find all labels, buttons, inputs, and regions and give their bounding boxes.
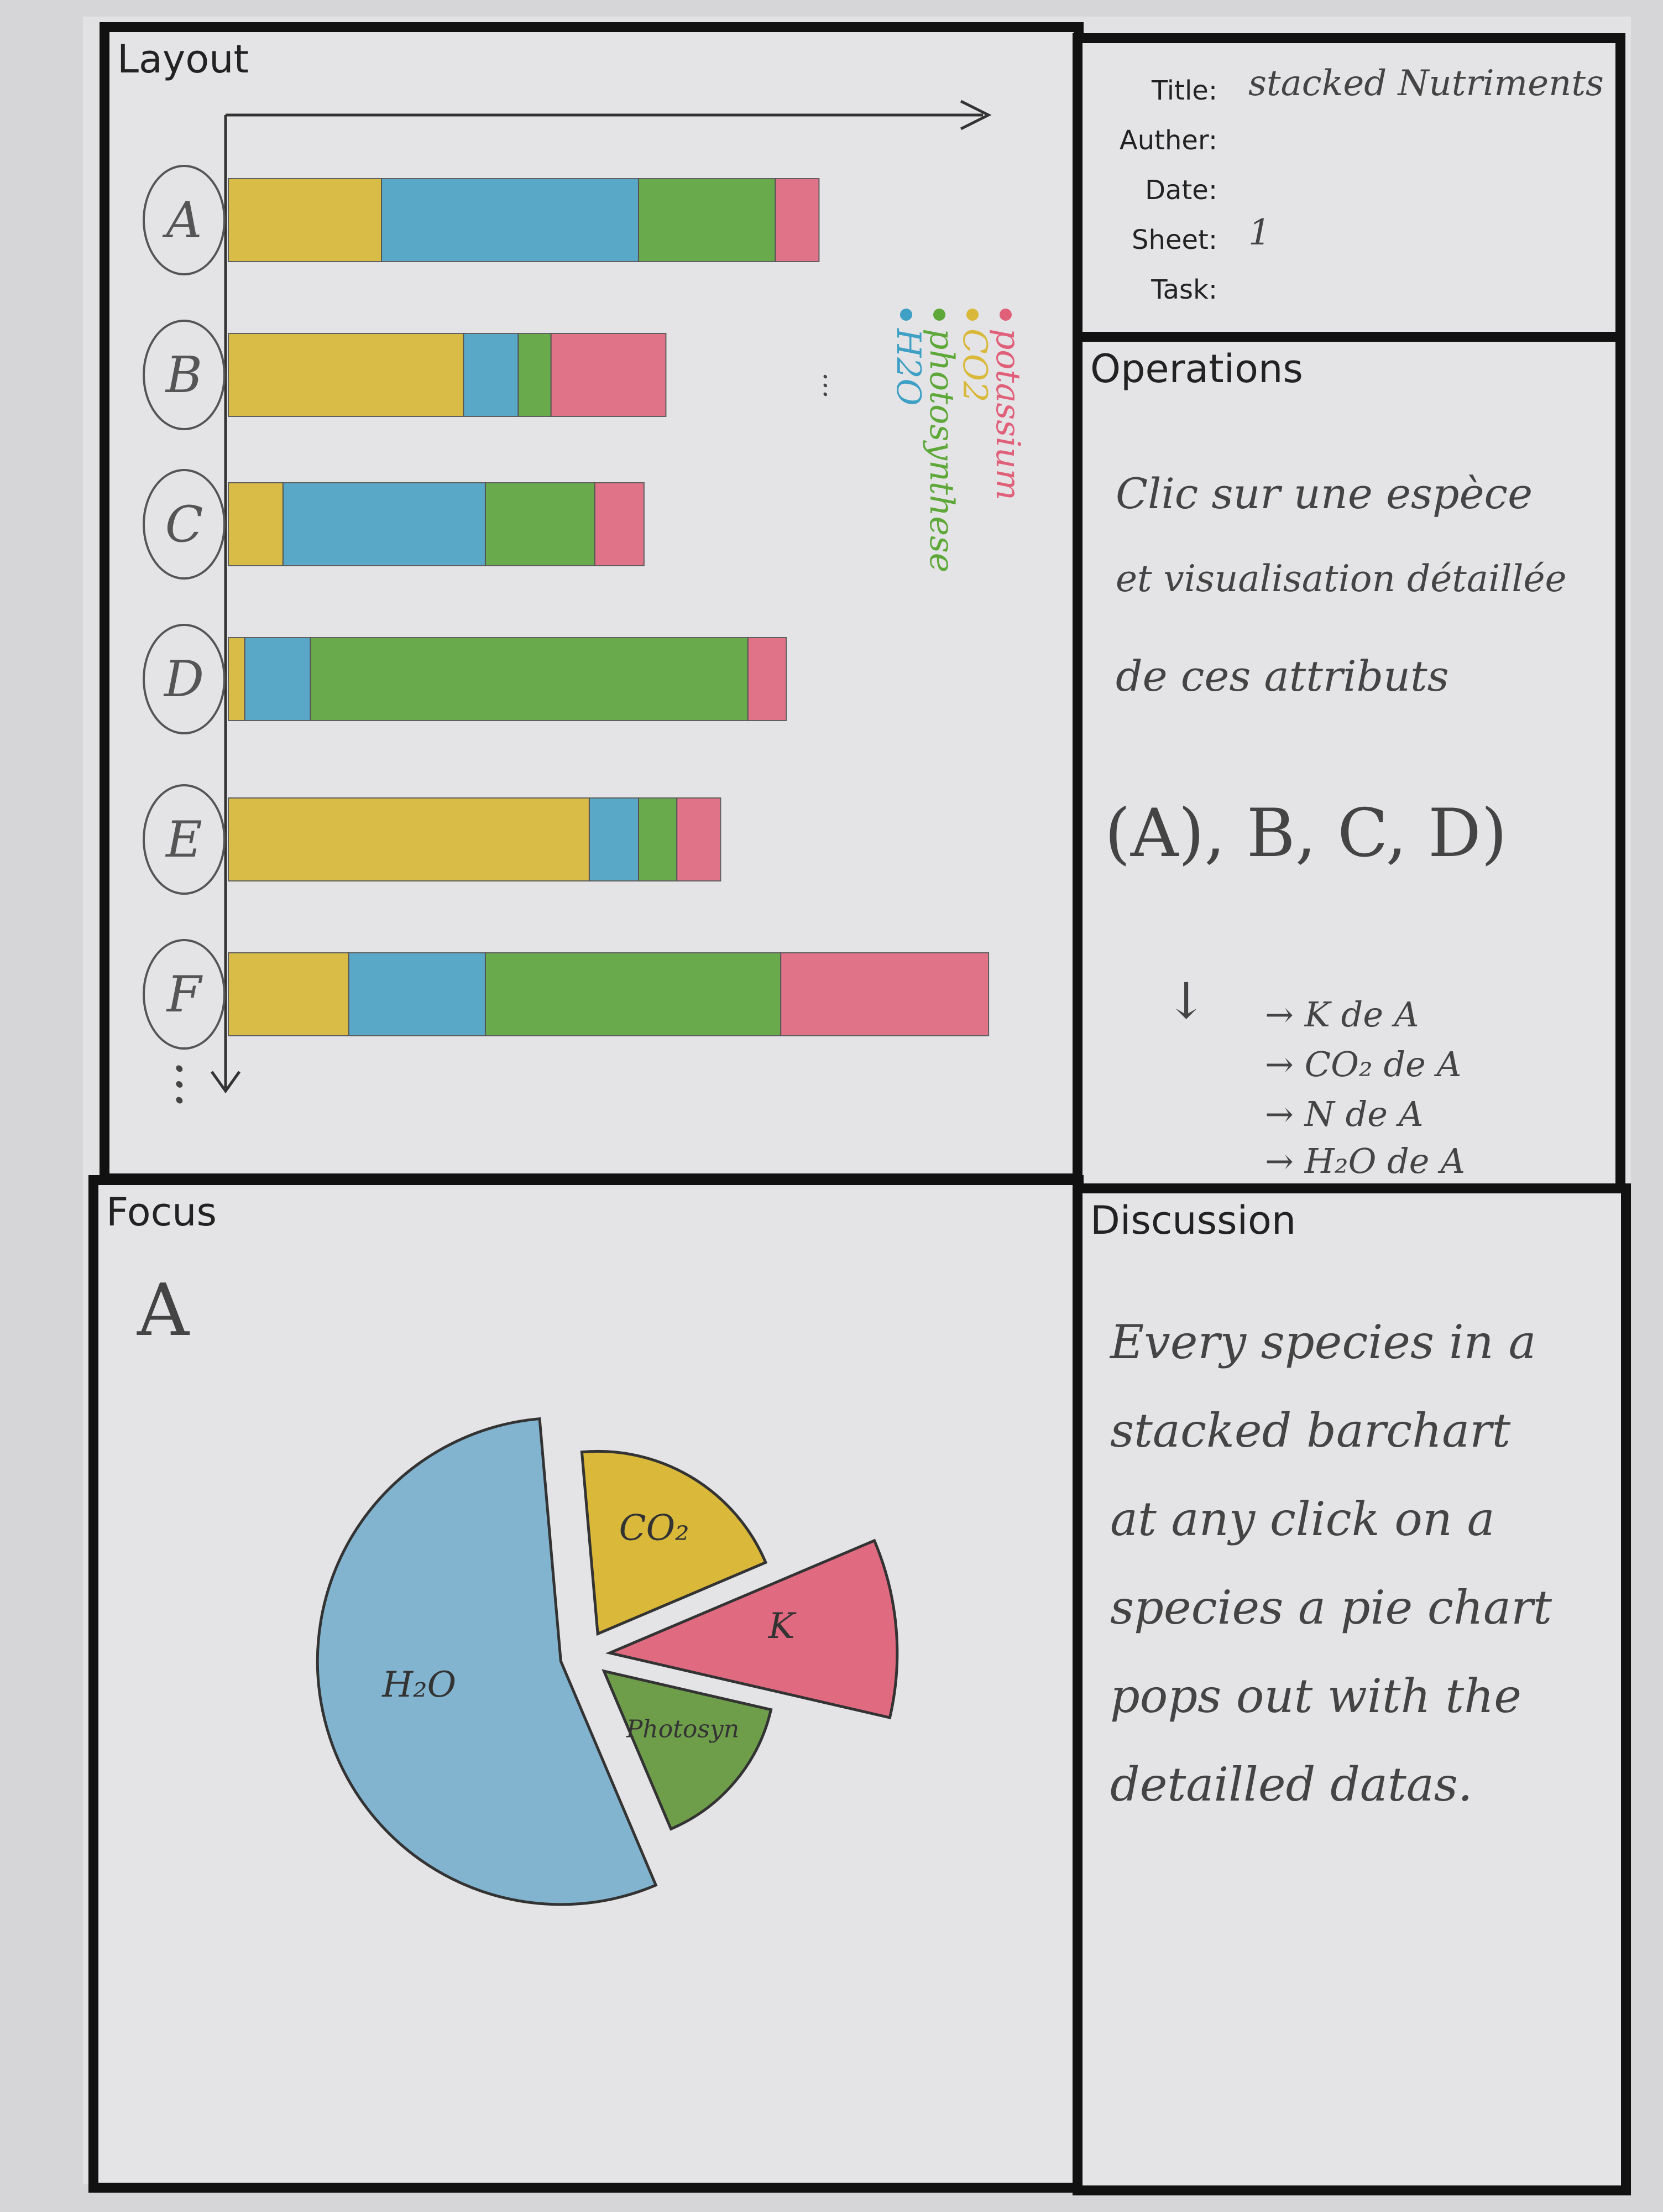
species-label-B[interactable]: B <box>143 320 226 430</box>
bar-F-segment-0[interactable] <box>228 952 349 1036</box>
title-label: Title: <box>1151 75 1217 106</box>
bar-D-segment-3[interactable] <box>747 637 787 721</box>
legend-dot-icon <box>966 309 979 321</box>
species-label-E[interactable]: E <box>143 784 226 895</box>
bar-D-segment-0[interactable] <box>228 637 245 721</box>
focus-panel: Focus A CO₂ K Photosyn H₂O <box>88 1175 1084 2193</box>
discussion-line-2: stacked barchart <box>1110 1404 1511 1458</box>
legend-label: H2O <box>889 328 928 406</box>
discussion-line-1: Every species in a <box>1110 1315 1536 1369</box>
author-label: Auther: <box>1119 125 1217 156</box>
legend-item-2: photosynthese <box>922 309 961 572</box>
meta-author-row: Auther: <box>1082 115 1615 165</box>
bar-A-segment-1[interactable] <box>381 178 639 262</box>
discussion-panel: Discussion Every species in a stacked ba… <box>1073 1183 1631 2195</box>
bar-C-segment-0[interactable] <box>228 482 284 566</box>
down-arrow-icon: ↓ <box>1165 972 1207 1030</box>
more-categories-dots: ... <box>165 1061 223 1108</box>
bar-E-segment-0[interactable] <box>228 797 590 881</box>
species-label-A[interactable]: A <box>143 165 226 275</box>
bar-B-segment-2[interactable] <box>517 333 552 417</box>
legend-item-3: H2O <box>889 309 928 406</box>
ops-choice: (A), B, C, D) <box>1105 795 1507 872</box>
bar-C-segment-1[interactable] <box>282 482 486 566</box>
species-label-C[interactable]: C <box>143 469 226 580</box>
pie-slice-2[interactable] <box>602 1669 773 1831</box>
ops-line-1: Clic sur une espèce <box>1116 469 1533 518</box>
bar-F-segment-2[interactable] <box>484 952 782 1036</box>
legend-dot-icon <box>999 309 1012 321</box>
bar-F-segment-1[interactable] <box>348 952 486 1036</box>
discussion-line-6: detailled datas. <box>1110 1757 1473 1812</box>
bar-E-segment-3[interactable] <box>676 797 721 881</box>
layout-panel-title: Layout <box>117 36 249 82</box>
exploded-pie-chart: CO₂ K Photosyn H₂O <box>316 1417 899 1906</box>
discussion-line-5: pops out with the <box>1110 1669 1521 1723</box>
ops-detail-2: → CO₂ de A <box>1265 1044 1462 1084</box>
ops-line-2: et visualisation détaillée <box>1116 557 1567 600</box>
operations-panel: Operations Clic sur une espèce et visual… <box>1073 332 1625 1194</box>
pie-slice-1[interactable] <box>605 1538 899 1720</box>
species-label-F[interactable]: F <box>143 939 226 1050</box>
title-value: stacked Nutriments <box>1248 63 1604 104</box>
discussion-line-3: at any click on a <box>1110 1492 1495 1546</box>
legend-label: CO2 <box>955 328 994 403</box>
bar-B-segment-0[interactable] <box>228 333 464 417</box>
legend-label: photosynthese <box>922 328 961 573</box>
bar-C-segment-2[interactable] <box>484 482 595 566</box>
operations-panel-title: Operations <box>1090 346 1303 392</box>
legend-item-0: potassium <box>989 309 1027 500</box>
date-label: Date: <box>1145 175 1217 206</box>
bar-A-segment-3[interactable] <box>775 178 820 262</box>
pie-label-3: H₂O <box>381 1665 456 1705</box>
ops-line-3: de ces attributs <box>1116 651 1449 701</box>
pie-slice-0[interactable] <box>580 1449 768 1636</box>
meta-sheet-row: Sheet: 1 <box>1082 212 1615 264</box>
legend-dot-icon <box>900 309 912 321</box>
task-label: Task: <box>1151 274 1217 305</box>
meta-date-row: Date: <box>1082 165 1615 215</box>
meta-title-row: Title: stacked Nutriments <box>1082 63 1615 115</box>
focus-panel-title: Focus <box>106 1190 217 1235</box>
pie-slice-3[interactable] <box>316 1417 658 1906</box>
species-label-D[interactable]: D <box>143 624 226 734</box>
bar-B-segment-3[interactable] <box>550 333 667 417</box>
bar-E-segment-1[interactable] <box>588 797 639 881</box>
pie-label-0: CO₂ <box>619 1508 689 1549</box>
bar-A-segment-2[interactable] <box>637 178 776 262</box>
meta-panel: Title: stacked Nutriments Auther: Date: … <box>1073 33 1625 343</box>
focus-species-label: A <box>137 1268 189 1352</box>
x-axis-arrow <box>960 100 992 131</box>
legend-dot-icon <box>933 309 945 321</box>
ops-detail-3: → N de A <box>1265 1094 1424 1134</box>
ops-detail-1: → K de A <box>1265 994 1419 1035</box>
pie-label-2: Photosyn <box>626 1715 739 1743</box>
discussion-panel-title: Discussion <box>1090 1198 1296 1243</box>
legend-label: potassium <box>989 328 1027 500</box>
bar-F-segment-3[interactable] <box>780 952 990 1036</box>
ops-detail-4: → H₂O de A <box>1265 1141 1465 1181</box>
discussion-line-4: species a pie chart <box>1110 1580 1552 1635</box>
sheet-label: Sheet: <box>1132 225 1217 255</box>
stacked-bar-chart <box>210 100 992 1094</box>
bar-C-segment-3[interactable] <box>594 482 645 566</box>
bar-E-segment-2[interactable] <box>637 797 678 881</box>
bar-D-segment-1[interactable] <box>244 637 311 721</box>
meta-task-row: Task: <box>1082 264 1615 314</box>
sheet-value: 1 <box>1248 212 1271 253</box>
pie-label-1: K <box>768 1606 797 1647</box>
bar-A-segment-0[interactable] <box>228 178 382 262</box>
legend-more-dots: ... <box>817 372 849 399</box>
y-axis-arrow <box>210 1071 241 1094</box>
legend-item-1: CO2 <box>955 309 994 402</box>
bar-D-segment-2[interactable] <box>310 637 749 721</box>
bar-B-segment-1[interactable] <box>463 333 519 417</box>
